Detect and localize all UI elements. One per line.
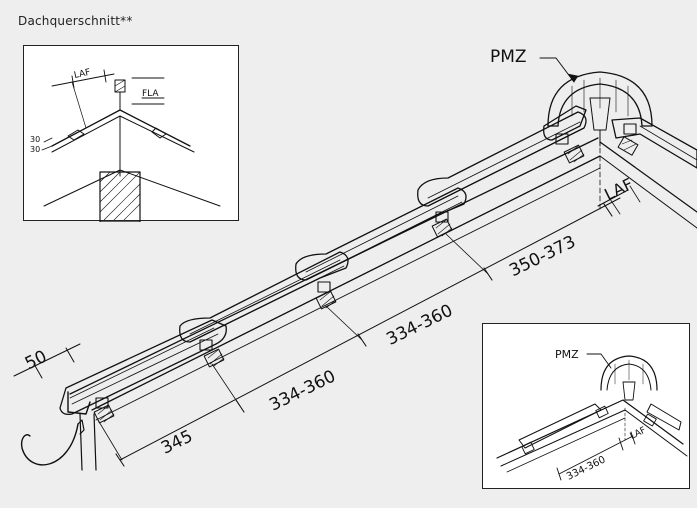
overhang-dim bbox=[13, 343, 81, 377]
rafter-right bbox=[599, 141, 697, 213]
tile-lugs bbox=[95, 123, 637, 409]
inset-ridge-cap-drawing: PMZ 334-360 LAF bbox=[496, 348, 688, 483]
fascia bbox=[67, 391, 91, 415]
batten-hatching bbox=[97, 139, 637, 423]
tile-course-right bbox=[611, 117, 697, 169]
rafter-bottom bbox=[91, 155, 601, 411]
inset-label-pmz: PMZ bbox=[555, 348, 579, 361]
inset-label-laf2: LAF bbox=[628, 426, 647, 442]
laf-ext-1 bbox=[607, 195, 621, 215]
dim-line-main bbox=[119, 197, 621, 461]
eave-board-2 bbox=[93, 413, 97, 471]
pmz-arrow bbox=[567, 73, 579, 83]
tile-course-5 bbox=[543, 105, 587, 141]
inset-label-batten: 334-360 bbox=[565, 454, 607, 482]
label-top-batten: 350-373 bbox=[506, 232, 579, 281]
inset-label-laf: LAF bbox=[73, 68, 91, 81]
eave-board bbox=[79, 413, 83, 471]
inset-ridge-cap-detail: PMZ 334-360 LAF bbox=[482, 323, 690, 489]
label-batten-1: 334-360 bbox=[266, 366, 339, 415]
gutter bbox=[20, 419, 85, 466]
laf-dim-line bbox=[597, 189, 629, 207]
tile-course-4 bbox=[417, 111, 587, 207]
inset-wall-hatch bbox=[99, 171, 141, 221]
tile-course-3 bbox=[295, 187, 467, 281]
label-batten-2: 334-360 bbox=[383, 301, 456, 350]
inset-label-slope-b: 30 bbox=[30, 145, 40, 154]
inset-ridge-drawing: LAF FLA 30 30 bbox=[30, 68, 221, 222]
label-first-batten: 345 bbox=[158, 426, 196, 458]
rafter-line-3 bbox=[95, 167, 601, 421]
tile-course-1 bbox=[59, 319, 227, 416]
label-pmz-main: PMZ bbox=[490, 47, 527, 67]
ridge-cap bbox=[547, 71, 653, 147]
inset-label-slope-a: 30 bbox=[30, 135, 40, 144]
dim-extension-lines bbox=[97, 233, 489, 461]
inset-ridge-detail: LAF FLA 30 30 bbox=[23, 45, 239, 222]
rafter-right-2 bbox=[599, 155, 697, 229]
diagram-title: Dachquerschnitt** bbox=[18, 14, 133, 28]
laf-ext-2 bbox=[629, 185, 641, 203]
pmz-leader bbox=[539, 57, 575, 83]
inset-label-fla: FLA bbox=[142, 89, 159, 99]
